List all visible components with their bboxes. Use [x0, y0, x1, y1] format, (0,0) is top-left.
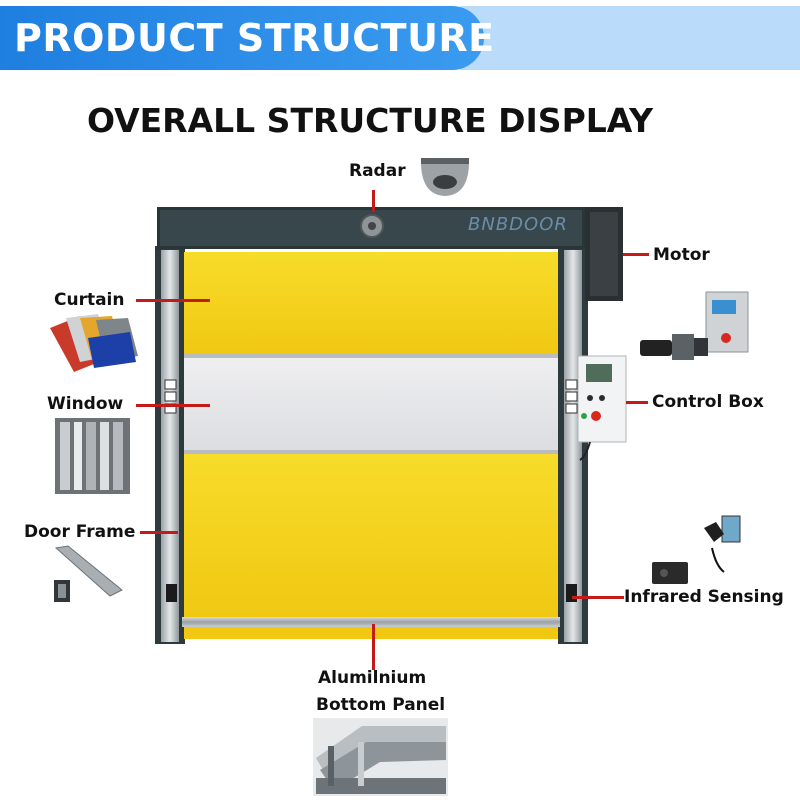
infrared-sensor-right: [566, 584, 577, 602]
window-panel: [184, 358, 558, 450]
header-banner: [0, 6, 484, 70]
bottom-panel-leader: [372, 624, 375, 670]
frame-buttons-left: [164, 379, 177, 414]
curtain-samples-icon: [50, 314, 138, 372]
infrared-sensor-left: [166, 584, 177, 602]
curtain-leader: [136, 299, 210, 302]
top-housing: [157, 207, 623, 301]
door-frame-leader: [140, 531, 178, 534]
aluminium-profile-icon: [313, 718, 448, 796]
window-leader: [136, 404, 210, 407]
curtain-bottom-panel: [184, 454, 558, 618]
radar-sensor-icon: [421, 158, 469, 196]
brand-logo: BNBDOOR: [468, 214, 568, 235]
curtain-top-panel: [184, 252, 558, 354]
control-box: [577, 355, 627, 461]
frame-buttons-right: [565, 379, 578, 414]
label-radar: Radar: [349, 161, 406, 181]
label-bottom-panel-line2: Bottom Panel: [316, 695, 446, 715]
motor-leader: [623, 253, 649, 256]
banner-title: PRODUCT STRUCTURE: [14, 16, 495, 60]
radar-leader: [372, 190, 375, 212]
label-window: Window: [47, 394, 124, 414]
window-pvc-icon: [55, 418, 130, 494]
door-frame: [155, 246, 588, 644]
label-motor: Motor: [653, 245, 710, 265]
infrared-sensor-icon: [652, 515, 741, 584]
label-control-box: Control Box: [652, 392, 764, 412]
bottom-bar: [182, 617, 560, 627]
motor-control-icon: [640, 291, 749, 360]
label-infrared-sensing: Infrared Sensing: [624, 587, 784, 607]
main-title: OVERALL STRUCTURE DISPLAY: [86, 101, 654, 140]
label-curtain: Curtain: [54, 290, 125, 310]
control-box-leader: [626, 401, 648, 404]
header-accent: [460, 6, 800, 70]
infrared-leader: [572, 596, 624, 599]
label-bottom-panel-line1: Alumilnium: [318, 668, 427, 688]
door-frame-rail-icon: [54, 545, 123, 602]
label-door-frame: Door Frame: [24, 522, 136, 542]
